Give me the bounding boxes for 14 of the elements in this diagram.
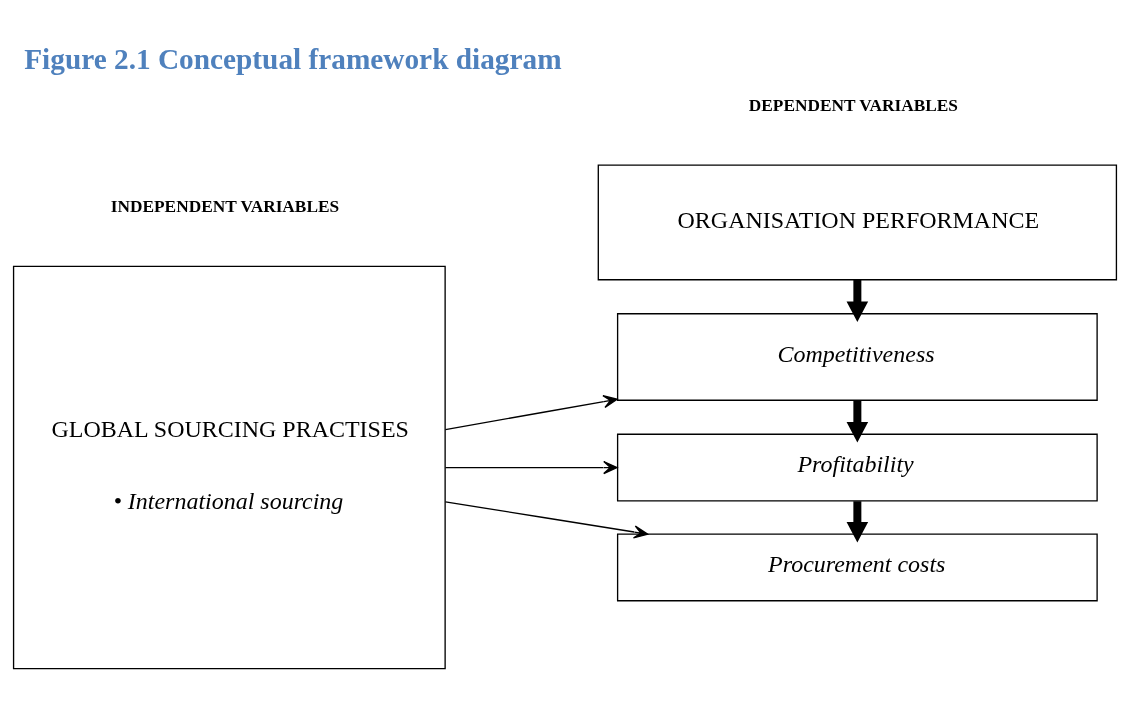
node-box: Profitability: [616, 433, 1098, 501]
label: DEPENDENT VARIABLES: [748, 95, 958, 115]
arrow: [444, 460, 618, 474]
arrow: [846, 400, 869, 442]
arrow: [444, 500, 649, 539]
arrow: [846, 279, 869, 322]
arrow: [444, 394, 618, 430]
node-box: Competitiveness: [616, 312, 1098, 401]
diagram-title: Figure 2.1 Conceptual framework diagram: [24, 42, 562, 75]
arrow: [846, 500, 869, 542]
node-box: ORGANISATION PERFORMANCE: [597, 164, 1118, 280]
node-box: Procurement costs: [616, 533, 1098, 601]
label: INDEPENDENT VARIABLES: [110, 196, 340, 216]
node-box: GLOBAL SOURCING PRACTISES • International sourcing: [12, 265, 446, 669]
